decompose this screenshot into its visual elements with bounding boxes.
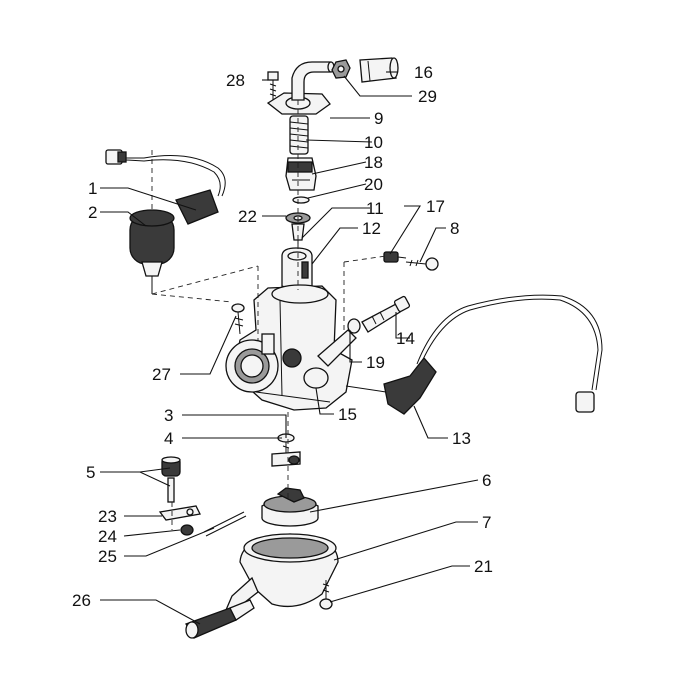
part-7-float-bowl <box>224 533 339 612</box>
callout-24: 24 <box>98 527 117 546</box>
part-14-adjusting-screw <box>361 295 411 333</box>
part-27-screw <box>231 303 245 335</box>
leader-lines <box>100 71 479 625</box>
part-15-carburetor-body <box>225 284 357 411</box>
part-25-pin <box>203 511 247 537</box>
callout-19: 19 <box>366 353 385 372</box>
callout-labels: 1 2 3 4 5 6 7 8 9 10 11 12 13 14 15 16 1… <box>72 63 493 610</box>
part-28-screw <box>267 71 279 101</box>
assembly-axis-lines <box>151 100 387 530</box>
part-10-spring <box>289 115 309 155</box>
callout-13: 13 <box>452 429 471 448</box>
callout-18: 18 <box>364 153 383 172</box>
part-18-cap <box>285 157 317 191</box>
callout-6: 6 <box>482 471 491 490</box>
callout-8: 8 <box>450 219 459 238</box>
part-16-sleeve <box>359 57 399 83</box>
callout-16: 16 <box>414 63 433 82</box>
part-8-screw <box>405 257 439 271</box>
callout-28: 28 <box>226 71 245 90</box>
part-24-screw <box>180 524 194 536</box>
callout-1: 1 <box>88 179 97 198</box>
callout-22: 22 <box>238 207 257 226</box>
part-3-screw <box>271 451 301 467</box>
part-6-float <box>261 487 319 527</box>
callout-14: 14 <box>396 329 415 348</box>
part-29-nut <box>331 59 351 79</box>
callout-11: 11 <box>366 199 384 218</box>
part-17-screw <box>383 251 407 263</box>
part-21-screw <box>319 580 333 610</box>
callout-15: 15 <box>338 405 357 424</box>
callout-3: 3 <box>164 406 173 425</box>
callout-2: 2 <box>88 203 97 222</box>
callout-5: 5 <box>86 463 95 482</box>
part-9-elbow-fitting <box>266 61 335 115</box>
callout-25: 25 <box>98 547 117 566</box>
callout-26: 26 <box>72 591 91 610</box>
callout-27: 27 <box>152 365 171 384</box>
callout-9: 9 <box>374 109 383 128</box>
part-5-float-needle <box>161 456 181 503</box>
part-13-throttle-cable <box>345 294 603 415</box>
part-26-drain-screw <box>185 599 255 639</box>
callout-23: 23 <box>98 507 117 526</box>
part-19-o-ring <box>347 318 361 334</box>
callout-7: 7 <box>482 513 491 532</box>
callout-4: 4 <box>164 429 173 448</box>
part-23-float-pin <box>158 505 201 521</box>
part-1-2-electric-choke <box>105 149 226 294</box>
callout-12: 12 <box>362 219 381 238</box>
callout-17: 17 <box>426 197 445 216</box>
callout-29: 29 <box>418 87 437 106</box>
callout-10: 10 <box>364 133 383 152</box>
callout-20: 20 <box>364 175 383 194</box>
callout-21: 21 <box>474 557 493 576</box>
part-12-throttle-slide <box>281 247 313 292</box>
part-20-clip <box>292 196 310 204</box>
